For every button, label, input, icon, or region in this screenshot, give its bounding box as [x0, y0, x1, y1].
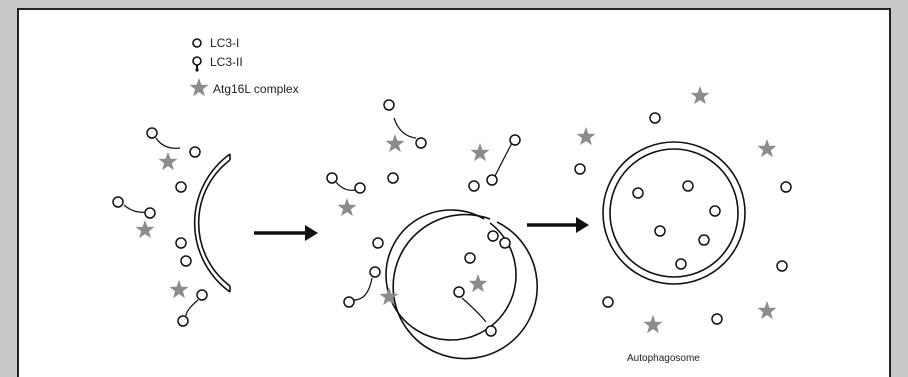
stage-autophagosome: [602, 141, 746, 285]
lc3-ii-inner: [682, 180, 694, 192]
stage-closing-membrane: [385, 209, 538, 360]
atg16l-star: [385, 134, 405, 153]
atg16l-star: [158, 152, 178, 171]
lc3-i-particle: [574, 163, 586, 175]
legend-lc3-i-label: LC3-I: [210, 36, 239, 50]
atg16l-star: [757, 301, 777, 320]
phagophore-inner-membrane: [197, 159, 231, 287]
legend-lc3-ii-icon: [192, 56, 202, 72]
autophagosome-inner-membrane: [609, 148, 739, 278]
atg16l-star: [468, 274, 488, 293]
lc3-i-particle: [485, 325, 497, 337]
lc3-ii-bound: [415, 137, 427, 149]
legend-lc3-i-icon: [192, 38, 202, 48]
lc3-i-particle: [602, 296, 614, 308]
lc3-i-particle: [112, 196, 124, 208]
atg16l-star: [337, 198, 357, 217]
stage-autophagosome-contents: [632, 180, 721, 270]
stage-phagophore-proteins: [112, 127, 208, 327]
atg16l-star: [470, 143, 490, 162]
atg16l-star: [135, 220, 155, 239]
lc3-ii-bound: [175, 237, 187, 249]
lc3-i-particle: [326, 172, 338, 184]
atg16l-star: [576, 127, 596, 146]
lc3-ii-bound: [453, 286, 465, 298]
lc3-ii-inner: [632, 187, 644, 199]
lc3-ii-inner: [654, 225, 666, 237]
lc3-ii-bound: [196, 289, 208, 301]
lc3-ii-bound: [369, 266, 381, 278]
lc3-i-particle: [509, 134, 521, 146]
lc3-ii-bound: [189, 146, 201, 158]
lc3-i-particle: [499, 237, 511, 249]
autophagosome-caption: Autophagosome: [627, 353, 700, 364]
legend-atg16l-label: Atg16L complex: [213, 82, 299, 96]
legend-atg16l-star-icon: [189, 78, 209, 97]
lc3-ii-bound: [486, 174, 498, 186]
arrow-1: [254, 225, 318, 241]
stage-phagophore: [193, 153, 231, 293]
lc3-ii-bound: [372, 237, 384, 249]
atg16l-star: [690, 86, 710, 105]
lc3-ii-bound: [144, 207, 156, 219]
arrow-2: [527, 217, 589, 233]
stage-autophagosome-free-proteins: [574, 86, 792, 334]
lc3-i-particle: [177, 315, 189, 327]
diagram-panel: [17, 8, 891, 377]
atg16l-star: [643, 315, 663, 334]
lc3-i-particle: [383, 99, 395, 111]
lc3-ii-bound: [487, 230, 499, 242]
lc3-ii-inner: [675, 258, 687, 270]
lc3-i-particle: [711, 313, 723, 325]
lc3-ii-bound: [175, 181, 187, 193]
atg16l-star: [757, 139, 777, 158]
stage-closing-proteins: [326, 99, 521, 337]
closing-inner-membrane: [385, 209, 517, 341]
lc3-i-particle: [343, 296, 355, 308]
closing-outer-membrane: [392, 213, 538, 360]
lc3-ii-inner: [709, 205, 721, 217]
lc3-ii-bound: [387, 172, 399, 184]
phagophore-outer-membrane: [193, 153, 231, 293]
lc3-ii-bound: [354, 182, 366, 194]
lc3-ii-bound: [468, 180, 480, 192]
lc3-i-particle: [649, 112, 661, 124]
legend-lc3-ii-label: LC3-II: [210, 55, 243, 69]
lc3-i-particle: [146, 127, 158, 139]
autophagosome-outer-membrane: [602, 141, 746, 285]
lc3-ii-bound: [180, 255, 192, 267]
lc3-ii-bound: [464, 252, 476, 264]
atg16l-star: [169, 280, 189, 299]
legend: LC3-I LC3-II Atg16L complex: [189, 36, 299, 97]
lc3-i-particle: [776, 260, 788, 272]
lc3-ii-inner: [698, 234, 710, 246]
lc3-i-particle: [780, 181, 792, 193]
